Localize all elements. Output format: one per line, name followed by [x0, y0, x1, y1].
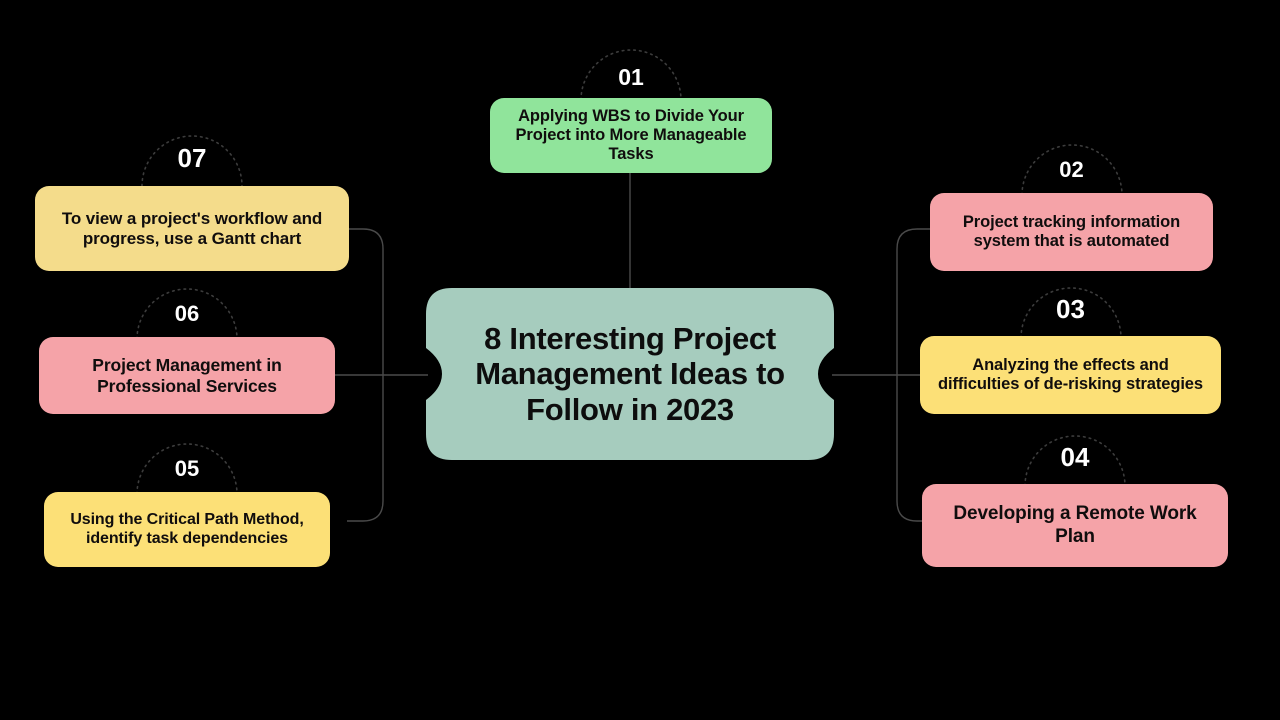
branch-arc-04 [1024, 435, 1126, 487]
branch-node-04[interactable]: 04 Developing a Remote Work Plan [922, 435, 1228, 567]
branch-arc-03 [1019, 287, 1122, 339]
branch-arc-01 [580, 49, 682, 101]
branch-arc-05 [136, 443, 238, 495]
branch-number-04: 04 [1060, 442, 1090, 472]
branch-number-05: 05 [174, 456, 200, 481]
central-topic-label: 8 Interesting Project Management Ideas t… [475, 321, 785, 427]
branch-number-02: 02 [1059, 157, 1084, 182]
branch-number-01: 01 [618, 64, 644, 90]
branch-number-07: 07 [177, 143, 207, 173]
branch-label-01: Applying WBS to Divide Your Project into… [490, 98, 772, 173]
branch-label-07: To view a project's workflow and progres… [35, 186, 349, 271]
branch-node-03[interactable]: 03 Analyzing the effects and difficultie… [920, 287, 1221, 414]
connector-left-spine [347, 228, 384, 522]
branch-arc-07 [141, 135, 243, 187]
branch-label-03: Analyzing the effects and difficulties o… [920, 336, 1221, 414]
branch-node-07[interactable]: 07 To view a project's workflow and prog… [35, 135, 349, 271]
branch-number-06: 06 [174, 301, 200, 326]
branch-label-06: Project Management in Professional Servi… [39, 337, 335, 414]
branch-label-04: Developing a Remote Work Plan [922, 484, 1228, 567]
branch-arc-02 [1020, 144, 1123, 196]
central-topic-shape [426, 288, 834, 460]
branch-number-03: 03 [1056, 294, 1085, 324]
branch-node-02[interactable]: 02 Project tracking information system t… [930, 144, 1213, 271]
branch-label-05: Using the Critical Path Method, identify… [44, 492, 330, 567]
branch-node-05[interactable]: 05 Using the Critical Path Method, ident… [44, 443, 330, 567]
branch-label-02: Project tracking information system that… [930, 193, 1213, 271]
branch-node-01[interactable]: 01 Applying WBS to Divide Your Project i… [490, 49, 772, 173]
branch-arc-06 [136, 288, 238, 340]
branch-node-06[interactable]: 06 Project Management in Professional Se… [39, 288, 335, 414]
central-topic-node[interactable]: 8 Interesting Project Management Ideas t… [426, 288, 834, 460]
